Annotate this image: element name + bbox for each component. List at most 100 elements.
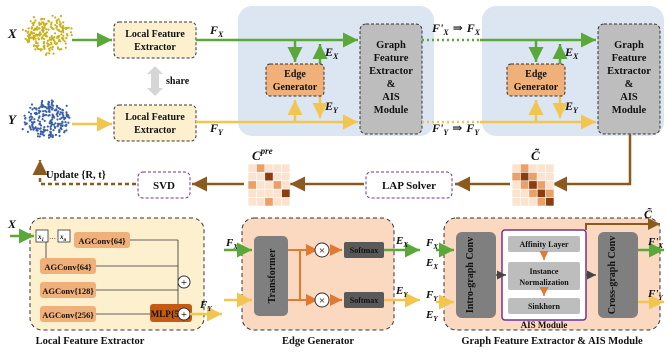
c-pre-label: Cpre: [252, 146, 273, 163]
gfe-text-line: Module: [374, 105, 409, 116]
edge-generator-box[interactable]: [265, 63, 325, 97]
lfe-detail-panel: [29, 217, 205, 331]
ex-label-2: EX: [564, 45, 579, 61]
share-arrow-icon: [147, 66, 163, 96]
intra-graph-conv-box[interactable]: [456, 232, 496, 318]
eg-title: Edge Generator: [282, 336, 354, 347]
fy-label-top: FY: [209, 121, 224, 137]
ctilde-out-arrow: [552, 134, 632, 192]
matrix-cell: [520, 188, 530, 198]
matrix-cell: [511, 172, 521, 182]
matrix-cell: [545, 180, 555, 190]
transformer-box[interactable]: [254, 236, 288, 316]
fx-label-top: FX: [209, 23, 224, 39]
fy-prime-transition: F'Y⇒FY: [431, 121, 480, 137]
ey-label-top: EY: [324, 99, 339, 115]
matrix-cell: [520, 163, 530, 173]
gfe-in-ey: EY: [425, 309, 438, 323]
gfe-text-line: Feature: [612, 53, 647, 64]
matrix-cell: [281, 197, 291, 207]
agconv-label: AGConv{64}: [78, 236, 126, 246]
matrix-cell: [536, 188, 546, 198]
point-cloud-x: [21, 14, 73, 57]
gfe-text-line: &: [625, 79, 634, 90]
c-tilde-matrix: [511, 163, 555, 207]
gfe-text-line: &: [387, 79, 396, 90]
matrix-cell: [545, 172, 555, 182]
matrix-cell: [247, 188, 257, 198]
matrix-cell: [511, 180, 521, 190]
gfe-box-1[interactable]: [359, 23, 423, 135]
agconv-box[interactable]: [40, 282, 96, 298]
fx-prime-transition: F'X⇒FX: [431, 21, 481, 37]
matrix-cell: [256, 197, 266, 207]
intra-graph-label: Intro-graph Conv: [465, 237, 476, 313]
ais-module-label: AIS Module: [521, 320, 568, 330]
matrix-cell: [281, 188, 291, 198]
ex-label-top: EX: [324, 45, 339, 61]
matrix-cell: [528, 163, 538, 173]
matrix-cell: [256, 180, 266, 190]
svd-label: SVD: [153, 180, 175, 192]
softmax-box-2[interactable]: [344, 292, 384, 308]
bottom-x-label: X: [7, 217, 17, 231]
agconv-box[interactable]: [40, 306, 96, 322]
matrix-cell: [528, 188, 538, 198]
edge-gen-2-line2: Generator: [514, 82, 559, 93]
cross-graph-conv-box[interactable]: [598, 232, 638, 318]
softmax-box-1[interactable]: [344, 242, 384, 258]
gfe-in-fx: FX: [425, 237, 438, 251]
cross-graph-label: Cross-graph Conv: [607, 236, 618, 314]
edge-gen-2-line1: Edge: [525, 69, 547, 80]
gfe-in-fy: FY: [425, 289, 438, 303]
lfe-bottom-line1: Local Feature: [125, 112, 185, 123]
xn-cell: [57, 229, 71, 243]
mlp-label: MLP{512}: [151, 309, 192, 319]
gfe-text-line: Graph: [614, 40, 644, 51]
update-label: Update {R, t}: [46, 170, 106, 181]
edge-generator-box-2[interactable]: [506, 63, 566, 97]
gfe-title: Graph Feature Extractor & AIS Module: [461, 336, 643, 347]
lap-solver-label: LAP Solver: [382, 180, 436, 192]
transformer-label: Transformer: [267, 248, 278, 303]
ey-label-2: EY: [564, 99, 579, 115]
matrix-cell: [264, 180, 274, 190]
affinity-layer-box[interactable]: [508, 236, 580, 252]
agconv-label: AGConv{256}: [42, 310, 94, 320]
matrix-cell: [256, 188, 266, 198]
point-cloud-y: [21, 99, 71, 139]
svd-box[interactable]: [137, 171, 191, 199]
update-arrow: [32, 160, 136, 186]
edge-gen-line1: Edge: [284, 69, 306, 80]
gfe-text-line: AIS: [620, 92, 638, 103]
matrix-cell: [272, 163, 282, 173]
lfe-output-fy: FY: [199, 299, 212, 313]
gfe-text-line: Feature: [374, 53, 409, 64]
ctilde-output-arrow: [585, 218, 660, 230]
lap-solver-box[interactable]: [365, 171, 453, 199]
sinkhorn-box[interactable]: [508, 298, 580, 314]
agconv-box[interactable]: [74, 232, 130, 248]
matrix-cell: [264, 172, 274, 182]
multiply-glyph-2: ×: [319, 295, 325, 307]
matrix-cell: [247, 172, 257, 182]
matrix-cell: [264, 197, 274, 207]
matrix-cell: [520, 197, 530, 207]
input-label-x: X: [7, 26, 17, 41]
eg-out-ey: EY: [395, 285, 408, 299]
instance-norm-box[interactable]: [508, 262, 580, 290]
concat-plus-glyph: +: [181, 277, 187, 289]
matrix-cell: [511, 197, 521, 207]
matrix-cell: [545, 163, 555, 173]
eg-input-fx: FX: [225, 237, 238, 251]
softmax-label-2: Softmax: [350, 296, 378, 305]
gfe-out-fyp: F'Y: [647, 288, 663, 302]
matrix-cell: [545, 188, 555, 198]
share-label: share: [166, 76, 190, 87]
agconv-box[interactable]: [40, 258, 96, 274]
matrix-cell: [536, 163, 546, 173]
matrix-cell: [247, 197, 257, 207]
agconv-label: AGConv{128}: [42, 286, 94, 296]
matrix-cell: [256, 163, 266, 173]
